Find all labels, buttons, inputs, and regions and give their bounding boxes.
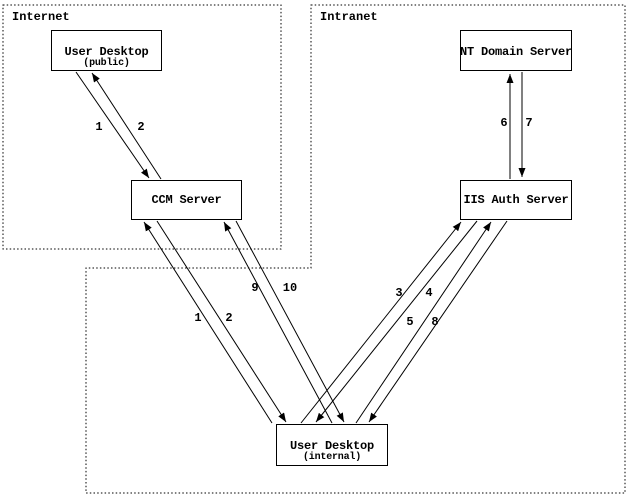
- edge-label-4: 4: [425, 286, 433, 300]
- edge-label-7: 7: [525, 116, 533, 130]
- arrow-2-ccm-to-public-desktop: [91, 72, 162, 180]
- node-subtitle: (internal): [302, 452, 361, 463]
- node-title: CCM Server: [151, 193, 222, 207]
- edge-label-6: 6: [500, 116, 508, 130]
- arrow-5-internal-desktop-to-iis: [355, 221, 492, 424]
- intranet-zone-label: Intranet: [320, 10, 378, 24]
- arrow-1-internal-desktop-to-ccm: [143, 221, 273, 424]
- edge-label-8: 8: [431, 315, 439, 329]
- arrow-3-internal-desktop-to-iis: [300, 221, 462, 424]
- node-user-desktop-public: User Desktop (public): [51, 30, 162, 71]
- node-user-desktop-internal: User Desktop (internal): [276, 424, 388, 466]
- node-ccm-server: CCM Server: [131, 180, 242, 220]
- edge-label-10: 10: [282, 281, 298, 295]
- node-iis-auth-server: IIS Auth Server: [460, 180, 572, 220]
- node-title: IIS Auth Server: [463, 193, 569, 207]
- internet-zone-border: [2, 4, 282, 250]
- arrow-4-iis-to-internal-desktop: [315, 220, 478, 423]
- node-title: User Desktop: [289, 439, 374, 453]
- edge-label-2-internal: 2: [225, 311, 233, 325]
- arrow-2-ccm-to-internal-desktop: [156, 220, 287, 423]
- intranet-zone-border: [85, 4, 626, 494]
- arrow-10-ccm-to-internal-desktop: [235, 220, 345, 423]
- node-title: User Desktop: [64, 45, 149, 59]
- arrow-1-public-desktop-to-ccm: [75, 71, 150, 179]
- edge-label-9: 9: [251, 281, 259, 295]
- edge-label-5: 5: [406, 315, 414, 329]
- arrow-8-iis-to-internal-desktop: [368, 220, 508, 423]
- node-subtitle: (public): [83, 58, 130, 69]
- node-title: NT Domain Server: [459, 45, 573, 59]
- edge-label-3: 3: [395, 286, 403, 300]
- internet-zone-label: Internet: [12, 10, 70, 24]
- arrow-9-internal-desktop-to-ccm: [223, 221, 333, 424]
- node-nt-domain-server: NT Domain Server: [460, 30, 572, 71]
- edge-label-1-internal: 1: [194, 311, 202, 325]
- edge-label-2-public: 2: [137, 120, 145, 134]
- edge-label-1-public: 1: [95, 120, 103, 134]
